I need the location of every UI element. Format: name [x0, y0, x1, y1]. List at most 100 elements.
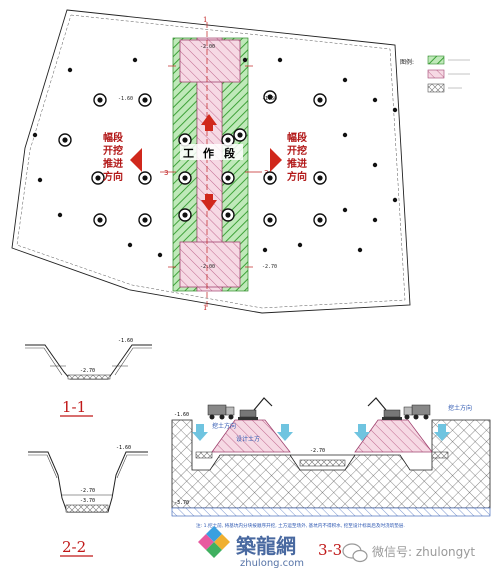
pile-dot	[372, 217, 378, 223]
pile-dot	[372, 162, 378, 168]
direction-arrow-right	[270, 148, 282, 172]
pile-core	[317, 217, 323, 223]
pile-core	[182, 175, 188, 181]
section-3-3-label: 3-3	[318, 541, 342, 559]
pile-core	[62, 137, 68, 143]
right-direction-label: 幅段 开挖 推进 方向	[287, 131, 307, 183]
left-label-1: 幅段	[103, 131, 123, 144]
legend-swatch-green	[427, 55, 445, 65]
section-3-3: 挖土方向 设计土方 挖土方向 -1.60 -2.70 -3.70 注: 1.挖土…	[171, 397, 491, 559]
center-label-1: 工	[183, 147, 194, 160]
dim-2: -1.60	[118, 96, 133, 102]
section-2-2-bottom-elev: -3.70	[80, 498, 95, 504]
pile-dot	[37, 177, 43, 183]
pile-core	[317, 175, 323, 181]
pile-core	[97, 97, 103, 103]
pile-dot	[392, 197, 398, 203]
dim-5: -2.70	[262, 264, 277, 270]
soil-mound-right	[354, 419, 433, 453]
pile-core	[267, 175, 273, 181]
pile-dot	[242, 57, 248, 63]
truck-right	[403, 404, 431, 420]
pile-core	[237, 132, 243, 138]
right-label-4: 方向	[287, 170, 307, 183]
axis-mark-top: 1	[203, 16, 207, 24]
pile-dot	[132, 57, 138, 63]
cyan-arrow-2	[277, 424, 293, 441]
section-2-2: -1.60 -2.70 -3.70 2-2	[28, 445, 148, 557]
truck-left	[207, 404, 235, 420]
pile-core	[182, 137, 188, 143]
watermark: 築龍網 zhulong.com 微信号: zhulongyt	[198, 526, 475, 569]
center-label-3: 段	[224, 146, 235, 160]
left-label-2: 开挖	[103, 144, 123, 157]
pile-dot	[342, 207, 348, 213]
pile-dot	[392, 107, 398, 113]
pile-core	[142, 175, 148, 181]
pile-core	[225, 212, 231, 218]
pile-core	[142, 217, 148, 223]
pile-dot	[262, 247, 268, 253]
pile-dot	[277, 57, 283, 63]
watermark-url: zhulong.com	[240, 558, 304, 569]
pile-dot	[372, 97, 378, 103]
direction-arrow-left	[130, 148, 142, 172]
section-3-3-bottom-elev: -2.70	[310, 448, 325, 454]
soil-mound-left	[211, 419, 291, 453]
pile-core	[182, 212, 188, 218]
section-3-3-deep-elev: -3.70	[174, 500, 189, 506]
cyan-arrow-1	[192, 424, 208, 441]
legend: 图例:	[400, 55, 470, 93]
plan-view: 1 1 3 3 工 作 段 幅段 开挖 推进	[11, 9, 470, 314]
section-1-1-bottom-elev: -2.70	[80, 368, 95, 374]
excavator-right	[367, 397, 402, 420]
pile-dot	[32, 132, 38, 138]
pile-core	[225, 175, 231, 181]
corridor-arrow-down	[201, 200, 217, 211]
pile-dot	[57, 212, 63, 218]
wechat-icon	[342, 543, 368, 563]
left-label-3: 推进	[103, 157, 123, 170]
pile-dot	[157, 252, 163, 258]
right-label-3: 推进	[287, 157, 307, 170]
pile-core	[142, 97, 148, 103]
pile-core	[97, 217, 103, 223]
dim-1: -2.00	[200, 44, 215, 50]
section-2-2-mid-elev: -2.70	[80, 488, 95, 494]
right-label-1: 幅段	[287, 131, 307, 144]
dim-3: -1.60	[262, 96, 277, 102]
center-label-2: 作	[203, 146, 214, 160]
section-note: 注: 1.挖土前, 将基坑内分块按顺序开挖, 土方运至场外, 基坑内不得积水, …	[196, 522, 405, 529]
side-mark-left: 3	[164, 169, 168, 177]
corridor-arrow-up	[201, 114, 217, 125]
pile-core	[267, 94, 273, 100]
section-1-1-label: 1-1	[62, 398, 86, 416]
right-label-2: 开挖	[287, 144, 307, 157]
left-direction-label: 幅段 开挖 推进 方向	[103, 131, 123, 183]
pile-core	[317, 97, 323, 103]
pile-core	[225, 137, 231, 143]
pile-dot	[297, 242, 303, 248]
legend-swatch-cross	[427, 83, 445, 93]
excavator-left	[238, 397, 273, 420]
section-2-2-top-elev: -1.60	[116, 445, 131, 451]
center-label: 工 作 段	[180, 144, 243, 160]
section-3-3-left-tag: 挖土方向	[212, 422, 236, 430]
section-1-1-top-elev: -1.60	[118, 338, 133, 344]
section-1-1: -1.60 -2.70 1-1	[25, 338, 152, 417]
pile-markers	[32, 57, 398, 258]
cyan-arrow-3	[354, 424, 370, 441]
section-3-3-mid-tag: 设计土方	[236, 435, 260, 443]
section-2-2-label: 2-2	[62, 538, 86, 556]
pile-dot	[127, 242, 133, 248]
left-label-4: 方向	[103, 170, 123, 183]
zhulong-logo-icon	[198, 526, 230, 558]
watermark-brand: 築龍網	[235, 534, 296, 558]
pink-block-bottom	[179, 241, 241, 288]
dim-4: -2.00	[200, 264, 215, 270]
pile-dot	[67, 67, 73, 73]
section-3-3-right-tag: 挖土方向	[448, 404, 472, 412]
watermark-wechat: 微信号: zhulongyt	[372, 545, 475, 559]
